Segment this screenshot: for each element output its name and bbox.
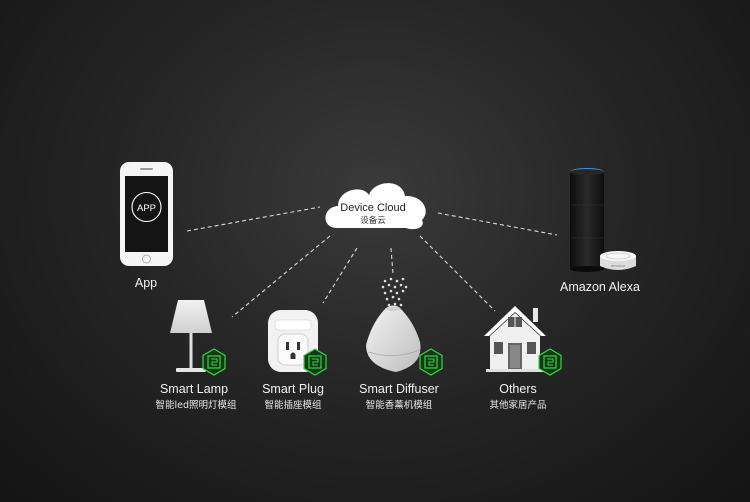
house-icon (484, 306, 546, 372)
diffuser-label-cn: 智能香薰机模组 (366, 399, 433, 411)
phone-label: App (135, 276, 157, 290)
lamp-label: Smart Lamp (160, 382, 228, 396)
app-circle-icon (131, 191, 162, 223)
lamp-label-cn: 智能led照明灯模组 (155, 399, 237, 411)
others-label-cn: 其他家居产品 (489, 399, 546, 411)
chip-icon-plug (303, 348, 327, 376)
alexa-label: Amazon Alexa (560, 280, 640, 294)
phone-device: APP (120, 162, 173, 266)
diffuser-label: Smart Diffuser (359, 382, 439, 396)
device-cloud: Device Cloud 设备云 (325, 183, 426, 230)
cloud-subtitle: 设备云 (360, 215, 386, 226)
others-label: Others (499, 382, 537, 396)
link-house (419, 235, 496, 312)
link-plug (322, 247, 358, 304)
link-alexa (437, 212, 558, 236)
lamp-icon (170, 300, 212, 372)
cloud-icon (325, 183, 426, 230)
phone-screen-label: APP (137, 203, 156, 214)
cloud-title: Device Cloud (340, 202, 405, 214)
chip-icon-house (538, 348, 562, 376)
link-phone (186, 206, 321, 232)
link-lamp (231, 235, 331, 318)
alexa-device: amazon (570, 168, 636, 272)
plug-label-cn: 智能插座模组 (264, 399, 322, 411)
diffuser-icon (366, 277, 421, 372)
link-diffuser (390, 247, 394, 275)
chip-icon-lamp (202, 348, 226, 376)
chip-icon-diffuser (419, 348, 443, 376)
connection-lines (186, 206, 558, 318)
svg-text:amazon: amazon (611, 263, 625, 268)
plug-label: Smart Plug (262, 382, 324, 396)
